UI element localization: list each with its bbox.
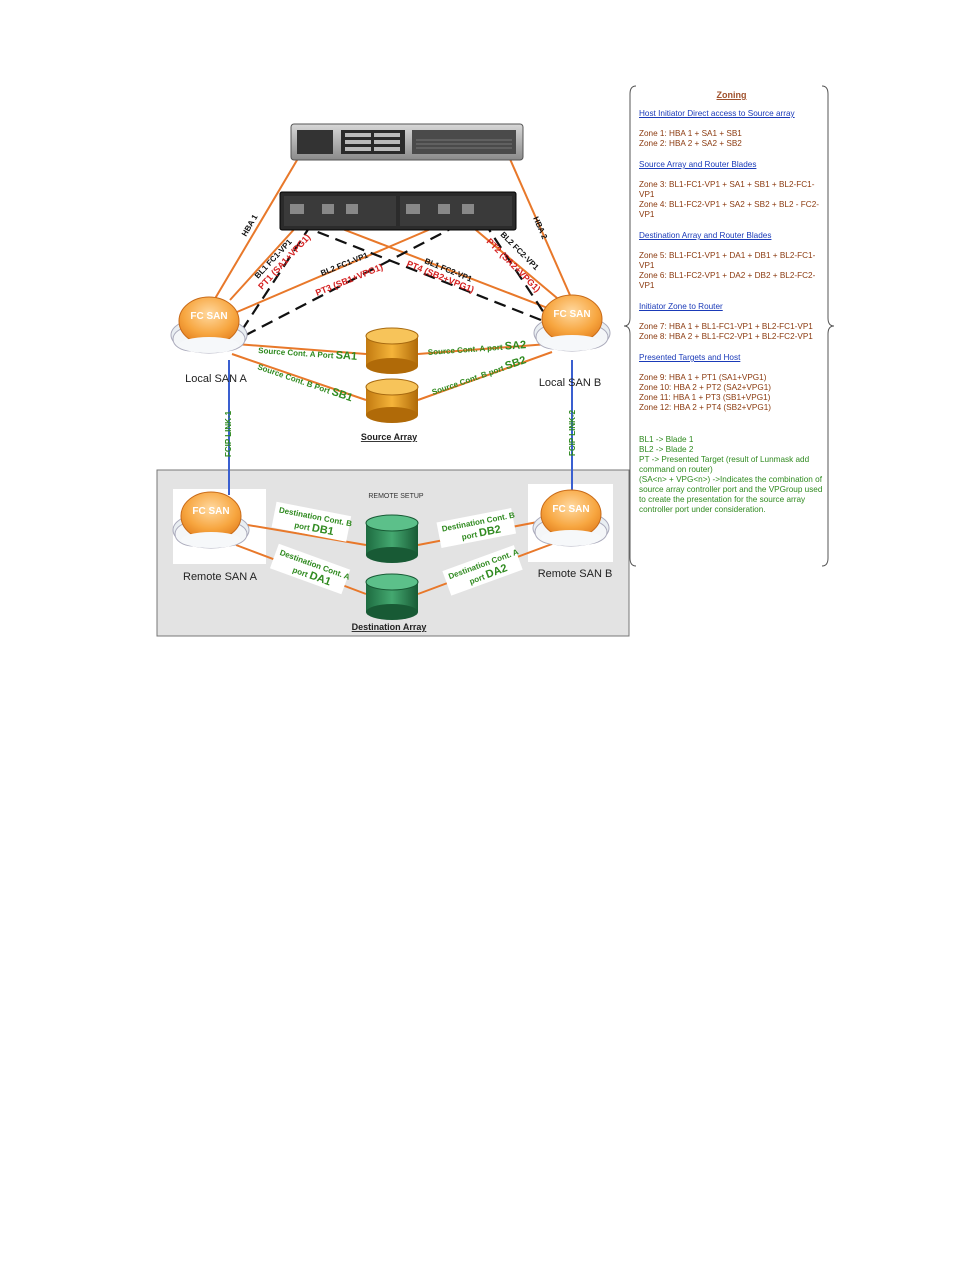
fcip-link-1-label: FCIP LINK-1 — [224, 410, 233, 457]
hba1-link — [212, 149, 304, 303]
bl1-fc2-link — [299, 223, 547, 324]
legend-line: BL1 -> Blade 1 — [639, 435, 694, 444]
zoning-title: Zoning — [716, 90, 747, 100]
zone-line: Zone 9: HBA 1 + PT1 (SA1+VPG1) — [639, 373, 767, 382]
svg-text:Source Cont. B port SB2: Source Cont. B port SB2 — [430, 354, 528, 398]
source-disk-2 — [365, 378, 419, 423]
local-san-a-label: Local SAN A — [185, 373, 247, 385]
zone-line: Zone 1: HBA 1 + SA1 + SB1 — [639, 129, 742, 138]
bl2-fc2-link — [469, 224, 558, 299]
zone-line: Zone 3: BL1-FC1-VP1 + SA1 + SB1 + BL2-FC… — [639, 180, 815, 199]
zoning-section-host-initiator: Host Initiator Direct access to Source a… — [639, 109, 795, 118]
remote-san-a-cloud: FC SAN — [172, 491, 250, 549]
dashed-link-3 — [243, 224, 459, 337]
legend-line: BL2 -> Blade 2 — [639, 445, 694, 454]
svg-text:Source Cont. B Port SB1: Source Cont. B Port SB1 — [256, 360, 354, 404]
sb1-port-label: Source Cont. B Port SB1 — [256, 360, 354, 404]
zoning-section-source-router: Source Array and Router Blades — [639, 160, 757, 169]
svg-text:FC SAN: FC SAN — [190, 311, 227, 322]
zone-line: Zone 10: HBA 2 + PT2 (SA2+VPG1) — [639, 383, 771, 392]
zoning-section-presented-targets: Presented Targets and Host — [639, 353, 741, 362]
source-disk-1 — [365, 327, 419, 374]
sb2-link — [417, 351, 553, 401]
zone-line: Zone 12: HBA 2 + PT4 (SB2+VPG1) — [639, 403, 771, 412]
zoning-section-initiator-router: Initiator Zone to Router — [639, 302, 723, 311]
dest-disk-1 — [365, 514, 419, 563]
zone-line: Zone 4: BL1-FC2-VP1 + SA2 + SB2 + BL2 - … — [639, 200, 819, 219]
remote-san-b-label: Remote SAN B — [538, 568, 613, 580]
bl1-fc1-link — [229, 224, 299, 301]
local-san-b-label: Local SAN B — [539, 377, 601, 389]
router-blades — [279, 191, 517, 231]
pt3-link — [236, 224, 441, 313]
sb1-link — [231, 353, 367, 401]
zone-line: Zone 2: HBA 2 + SA2 + SB2 — [639, 139, 742, 148]
svg-text:Source Cont. A Port SA1: Source Cont. A Port SA1 — [258, 344, 358, 363]
host-server — [290, 123, 524, 161]
sa2-port-label: Source Cont. A port SA2 — [427, 339, 527, 358]
sb2-port-label: Source Cont. B port SB2 — [430, 354, 528, 398]
zone-line: Zone 5: BL1-FC1-VP1 + DA1 + DB1 + BL2-FC… — [639, 251, 816, 270]
zone-line: Zone 11: HBA 1 + PT3 (SB1+VPG1) — [639, 393, 771, 402]
left-brace — [623, 85, 637, 567]
local-san-a-cloud: FC SAN — [170, 296, 248, 354]
zone-line: Zone 8: HBA 2 + BL1-FC2-VP1 + BL2-FC2-VP… — [639, 332, 813, 341]
dest-disk-2 — [365, 573, 419, 620]
remote-san-b-cloud: FC SAN — [532, 489, 610, 547]
zoning-panel: Zoning Host Initiator Direct access to S… — [639, 86, 824, 564]
legend-line: PT -> Presented Target (result of Lunmas… — [639, 455, 810, 474]
svg-text:FC SAN: FC SAN — [192, 506, 229, 517]
legend-line: (SA<n> + VPG<n>) ->Indicates the combina… — [639, 475, 823, 514]
local-san-b-cloud: FC SAN — [533, 294, 611, 352]
sa1-link — [235, 343, 367, 355]
remote-san-a-label: Remote SAN A — [183, 571, 258, 583]
hba1-label: HBA 1 — [240, 212, 260, 238]
dashed-link-4 — [483, 221, 555, 329]
svg-text:port DB2: port DB2 — [461, 523, 502, 542]
destination-array-label: Destination Array — [352, 622, 427, 632]
bl2-fc1-link — [241, 224, 312, 331]
svg-text:FC SAN: FC SAN — [553, 309, 590, 320]
right-brace — [821, 85, 835, 567]
hba2-label: HBA 2 — [531, 215, 549, 241]
source-array-label: Source Array — [361, 432, 417, 442]
pt4-link — [331, 224, 559, 313]
remote-setup-title: REMOTE SETUP — [368, 493, 424, 500]
svg-text:port DB1: port DB1 — [293, 519, 334, 538]
sa1-port-label: Source Cont. A Port SA1 — [258, 344, 358, 363]
svg-text:Source Cont. A port SA2: Source Cont. A port SA2 — [427, 339, 526, 358]
sa2-link — [417, 343, 549, 355]
svg-text:FC SAN: FC SAN — [552, 504, 589, 515]
zone-line: Zone 7: HBA 1 + BL1-FC1-VP1 + BL2-FC1-VP… — [639, 322, 813, 331]
hba2-link — [505, 149, 574, 303]
fcip-link-2-label: FCIP LINK-2 — [568, 409, 577, 456]
zoning-section-destination-router: Destination Array and Router Blades — [639, 231, 772, 240]
zone-line: Zone 6: BL1-FC2-VP1 + DA2 + DB2 + BL2-FC… — [639, 271, 816, 290]
